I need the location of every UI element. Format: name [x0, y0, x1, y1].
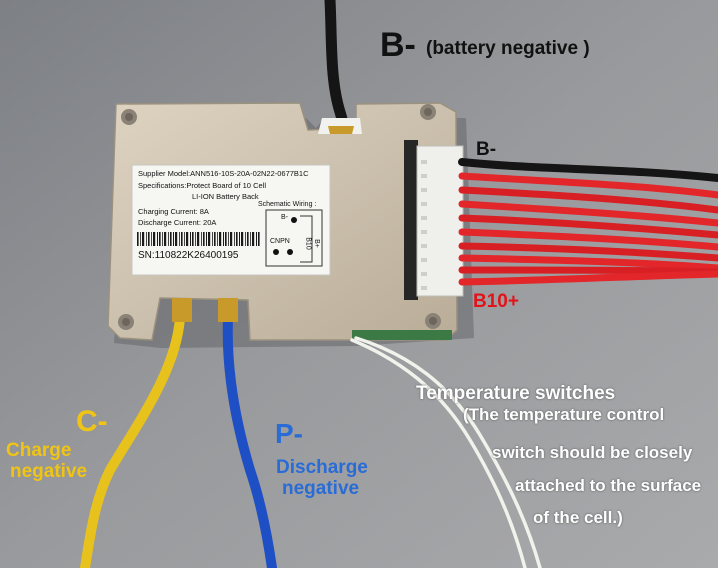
schematic-line: [300, 215, 313, 263]
temperature-note-line: attached to the surface: [515, 476, 702, 495]
b-minus-title: B-: [380, 26, 416, 64]
temperature-note-line: of the cell.): [533, 508, 623, 527]
connector-socket: [404, 140, 418, 300]
schematic-box: [265, 209, 323, 267]
sticker-serial: SN:110822K26400195: [138, 250, 239, 261]
schematic-b10: B10: [304, 237, 312, 250]
schematic-b-minus: B-: [281, 214, 288, 221]
temperature-wires: [350, 336, 542, 568]
mounting-holes: [118, 104, 441, 330]
sticker-li-ion: LI-ION Battery Back: [192, 192, 259, 201]
sticker-specifications: Specifications:Protect Board of 10 Cell: [138, 181, 266, 190]
p-minus-solder: [218, 298, 238, 322]
c-minus-title: C-: [76, 405, 108, 438]
schematic-cnpn: CNPN: [270, 238, 290, 245]
b-minus-note: (battery negative ): [426, 38, 590, 59]
connector-pins: [421, 160, 427, 290]
balance-wires: [458, 158, 718, 286]
connector-b10-plus-label: B10+: [473, 291, 519, 312]
pcb-edge: [352, 330, 452, 340]
p-minus-discharge-label: Discharge: [276, 457, 368, 478]
p-minus-title: P-: [275, 418, 303, 449]
temperature-note-line: switch should be closely: [492, 443, 693, 462]
p-minus-negative-label: negative: [282, 478, 360, 499]
connector-b-minus-label: B-: [476, 139, 497, 160]
c-minus-negative-label: negative: [10, 461, 88, 482]
schematic-dot: [287, 249, 293, 255]
b-minus-solder: [328, 126, 354, 134]
b-minus-wire: [324, 0, 350, 132]
c-minus-charge-label: Charge: [6, 440, 72, 461]
schematic-dot: [291, 217, 297, 223]
c-minus-solder: [172, 298, 192, 322]
p-minus-wire: [222, 313, 277, 568]
barcode: [137, 232, 260, 246]
temperature-note-line: (The temperature control: [463, 405, 665, 424]
c-minus-wire: [80, 313, 185, 568]
sticker-charging-current: Charging Current: 8A: [138, 207, 209, 216]
schematic-dot: [273, 249, 279, 255]
connector-plug: [416, 145, 464, 297]
sticker-schematic: Schematic Wiring :: [258, 201, 317, 208]
temperature-switches-title: Temperature switches: [416, 383, 616, 404]
schematic-b-plus: B+: [312, 239, 320, 248]
sticker-discharge-current: Discharge Current: 20A: [138, 218, 217, 227]
sticker-supplier: Supplier Model:ANN516-10S-20A-02N22-0677…: [138, 169, 309, 178]
